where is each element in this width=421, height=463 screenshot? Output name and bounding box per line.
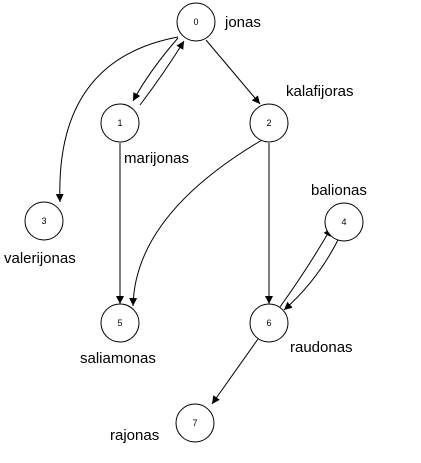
edge-0-3 <box>55 36 179 203</box>
node-3-circle <box>24 201 64 241</box>
edge-0-2 <box>205 39 261 105</box>
node-7-id: 7 <box>192 418 197 428</box>
node-0-label: jonas <box>224 14 261 31</box>
node-2-id: 2 <box>266 118 271 128</box>
node-6-id: 6 <box>266 318 271 328</box>
node-5-label: saliamonas <box>80 350 156 367</box>
node-6-circle <box>249 303 289 343</box>
node-4-circle <box>324 202 364 242</box>
edge-6-4 <box>279 227 332 308</box>
node-6: 6 raudonas <box>249 303 353 356</box>
edge-4-6 <box>283 237 340 311</box>
node-6-label: raudonas <box>290 339 353 356</box>
node-1-label: marijonas <box>124 150 189 167</box>
edge-6-7 <box>211 338 259 405</box>
node-7-label: rajonas <box>110 427 159 444</box>
node-5-id: 5 <box>117 318 122 328</box>
edge-0-1 <box>132 37 179 102</box>
node-3-label: valerijonas <box>4 250 76 267</box>
node-3: 3 valerijonas <box>4 201 76 267</box>
node-2: 2 kalafijoras <box>249 83 354 143</box>
node-0-id: 0 <box>193 17 198 27</box>
node-1-circle <box>100 103 140 143</box>
node-2-label: kalafijoras <box>286 83 354 100</box>
node-1-id: 1 <box>117 118 122 128</box>
node-4: 4 balionas <box>311 182 367 242</box>
edge-2-5 <box>129 139 263 307</box>
node-5-circle <box>100 303 140 343</box>
node-4-id: 4 <box>341 217 346 227</box>
node-0: 0 jonas <box>176 2 261 42</box>
edge-1-0 <box>139 40 185 106</box>
node-1: 1 marijonas <box>100 103 189 167</box>
node-5: 5 saliamonas <box>80 303 156 367</box>
node-0-circle <box>176 2 216 42</box>
node-7: 7 rajonas <box>110 403 215 444</box>
node-3-id: 3 <box>41 216 46 226</box>
node-2-circle <box>249 103 289 143</box>
edges <box>55 36 340 405</box>
node-4-label: balionas <box>311 182 367 199</box>
node-7-circle <box>175 403 215 443</box>
